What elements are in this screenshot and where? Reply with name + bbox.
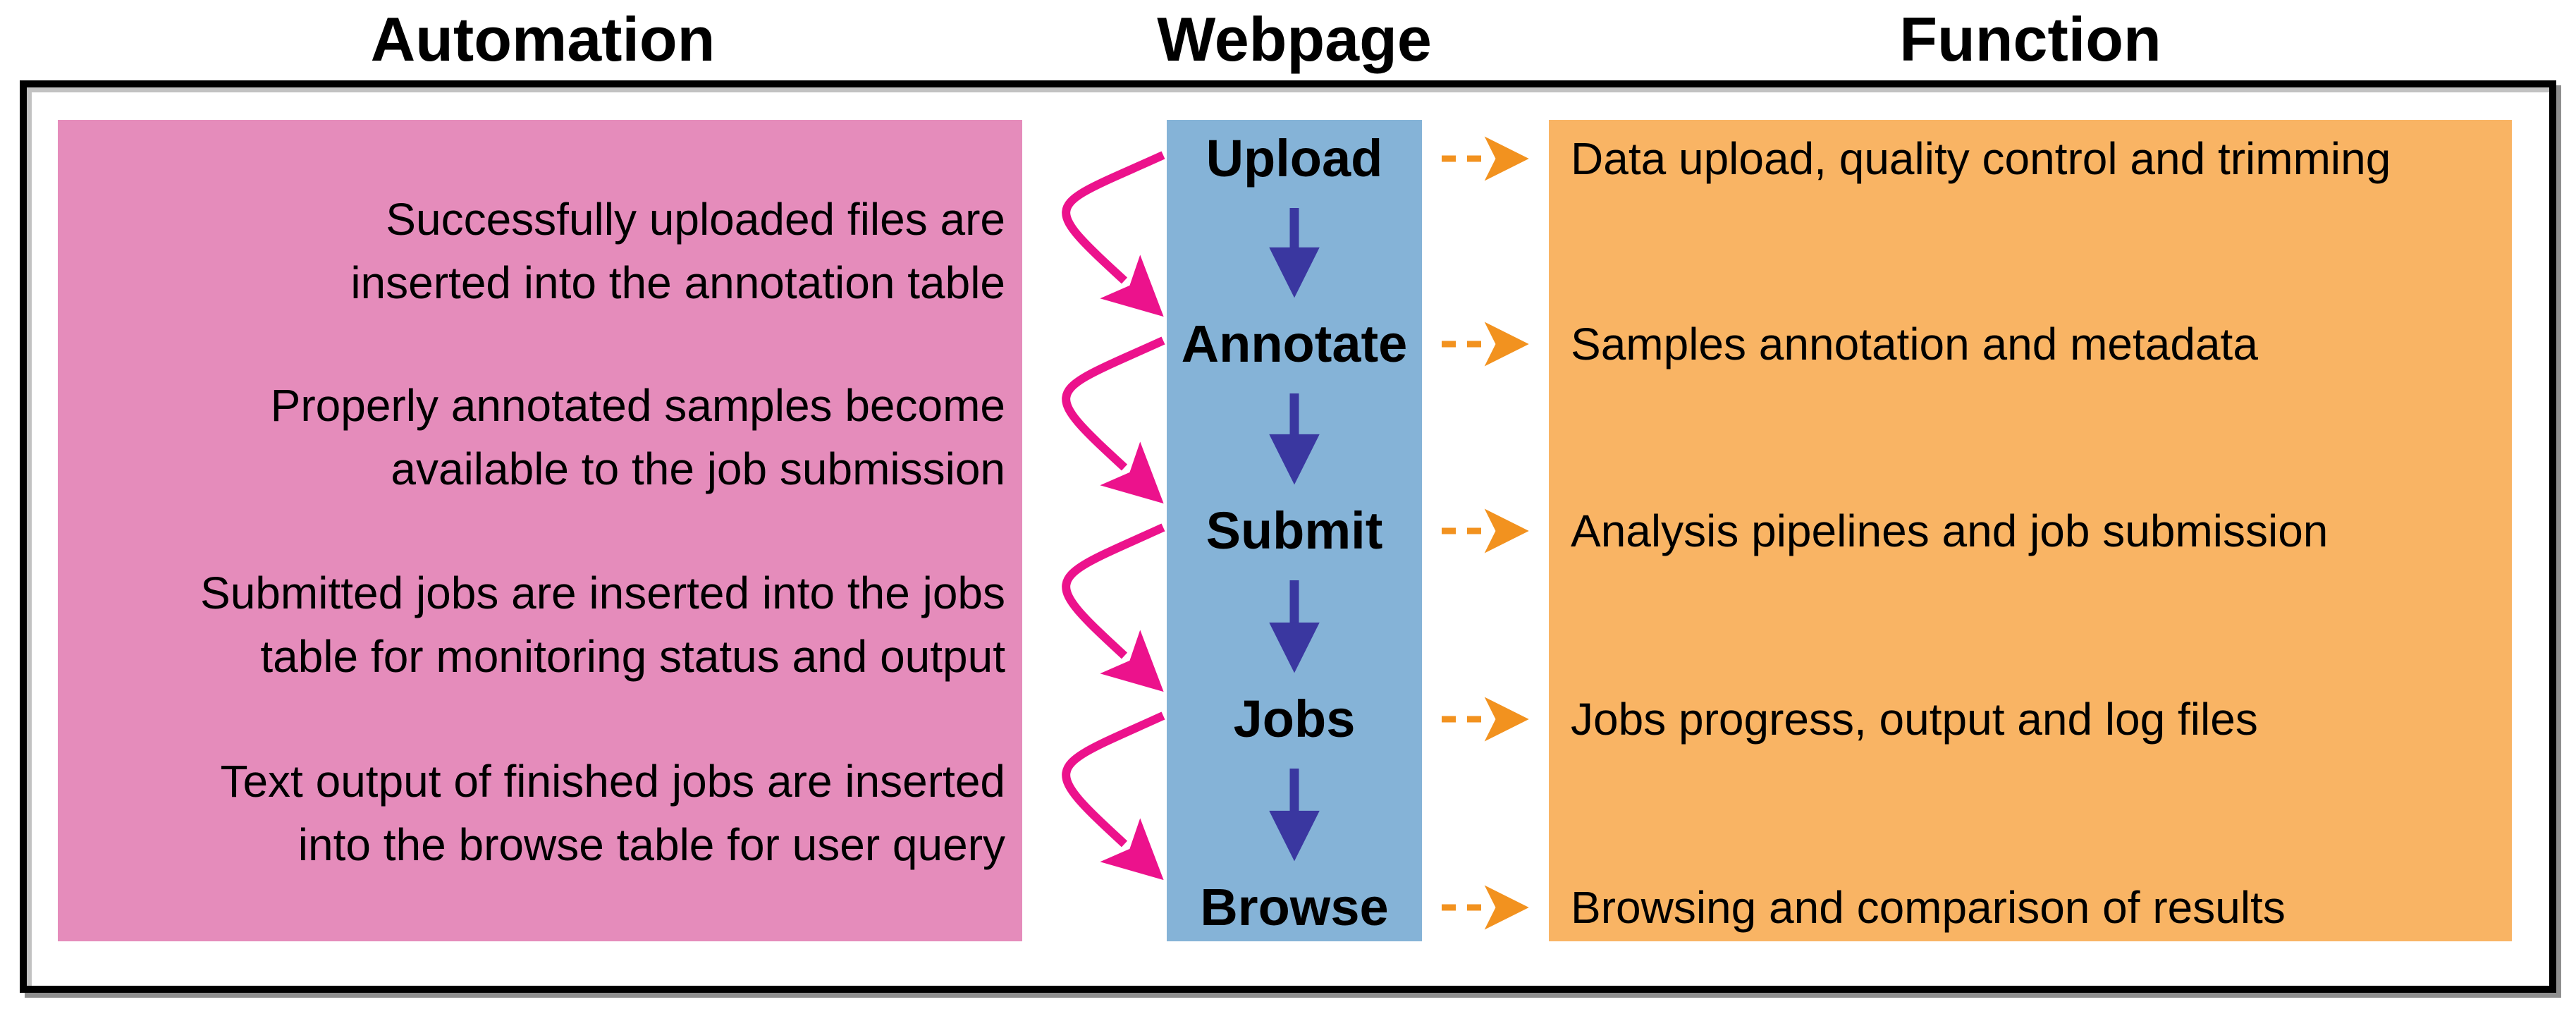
automation-note-line: Properly annotated samples become bbox=[270, 380, 1005, 431]
automation-note-line: inserted into the annotation table bbox=[350, 257, 1005, 308]
automation-note-line: available to the job submission bbox=[391, 444, 1005, 494]
automation-note-line: into the browse table for user query bbox=[298, 819, 1005, 870]
function-desc-upload: Data upload, quality control and trimmin… bbox=[1571, 133, 2391, 184]
function-desc-jobs: Jobs progress, output and log files bbox=[1571, 694, 2258, 745]
automation-note-submit-jobs: Submitted jobs are inserted into the job… bbox=[61, 561, 1005, 688]
function-desc-submit: Analysis pipelines and job submission bbox=[1571, 506, 2329, 556]
function-panel bbox=[1549, 120, 2512, 941]
automation-note-jobs-browse: Text output of finished jobs are inserte… bbox=[61, 750, 1005, 876]
automation-panel bbox=[58, 120, 1022, 941]
automation-note-line: Submitted jobs are inserted into the job… bbox=[200, 568, 1005, 618]
automation-curve-arrow-annotate-submit-icon bbox=[1062, 336, 1165, 504]
column-header-automation: Automation bbox=[370, 4, 716, 74]
column-header-function: Function bbox=[1899, 4, 2161, 74]
function-desc-browse: Browsing and comparison of results bbox=[1571, 882, 2286, 933]
step-submit: Submit bbox=[1206, 501, 1383, 560]
automation-note-line: Successfully uploaded files are bbox=[386, 194, 1005, 245]
diagram-border-frame bbox=[20, 80, 2556, 993]
automation-curve-arrow-upload-annotate-icon bbox=[1062, 151, 1165, 317]
automation-note-line: Text output of finished jobs are inserte… bbox=[220, 756, 1005, 807]
step-upload: Upload bbox=[1206, 129, 1383, 188]
step-jobs: Jobs bbox=[1233, 690, 1356, 748]
column-header-webpage: Webpage bbox=[1157, 4, 1432, 74]
automation-curve-arrow-submit-jobs-icon bbox=[1062, 523, 1165, 692]
automation-note-annotate-submit: Properly annotated samples become availa… bbox=[61, 374, 1005, 501]
automation-note-line: table for monitoring status and output bbox=[260, 631, 1005, 682]
step-browse: Browse bbox=[1200, 878, 1389, 936]
step-annotate: Annotate bbox=[1181, 314, 1408, 373]
automation-note-upload-annotate: Successfully uploaded files are inserted… bbox=[61, 188, 1005, 314]
automation-curve-arrow-jobs-browse-icon bbox=[1062, 711, 1165, 881]
function-desc-annotate: Samples annotation and metadata bbox=[1571, 319, 2258, 369]
